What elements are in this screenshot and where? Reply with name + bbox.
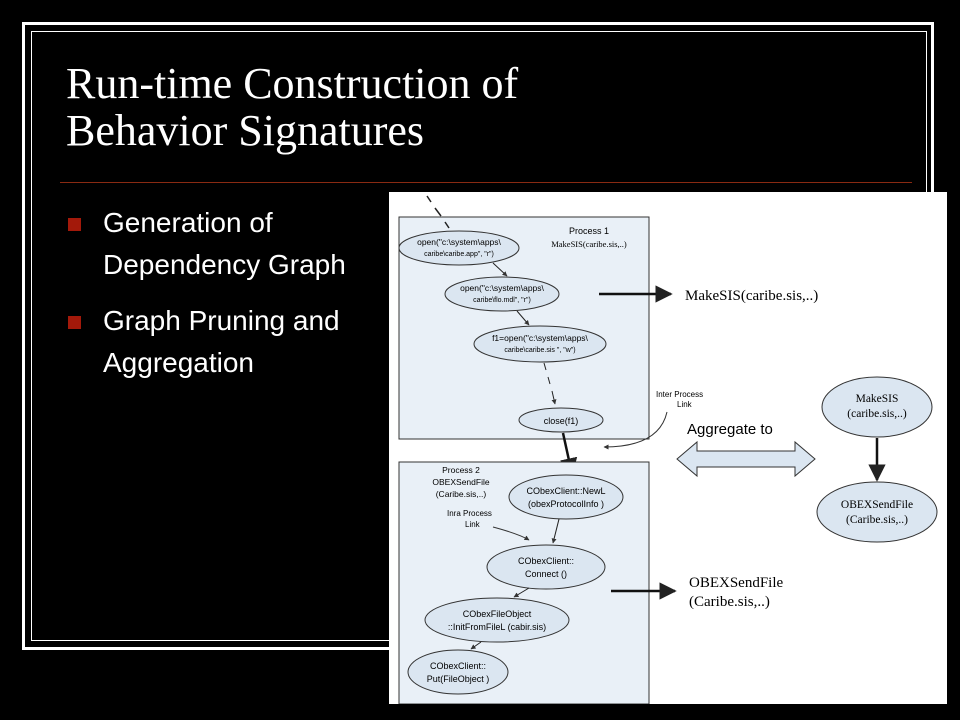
bullet-text: Graph Pruning and Aggregation xyxy=(103,305,340,378)
p1-node-2: open("c:\system\apps\ caribe\flo.mdl", "… xyxy=(444,276,560,312)
aggregate-double-arrow-icon xyxy=(676,440,816,478)
slide-title: Run-time Construction of Behavior Signat… xyxy=(66,60,846,154)
title-divider xyxy=(60,182,912,183)
p1-node-4-line1: close(f1) xyxy=(544,416,579,426)
p1-node-3: f1=open("c:\system\apps\ caribe\caribe.s… xyxy=(473,325,607,363)
p2-node-1: CObexClient::NewL (obexProtocolInfo ) xyxy=(508,474,624,520)
result-2-line-2: (Caribe.sis,..) xyxy=(689,594,770,610)
result-1-label: MakeSIS(caribe.sis,..) xyxy=(685,288,818,304)
p1-node-1-line2: caribe\caribe.app", "r") xyxy=(424,251,494,258)
agg-node-1-line2: (caribe.sis,..) xyxy=(847,408,907,420)
p2-node-3-line2: ::InitFromFileL (cabir.sis) xyxy=(448,622,546,632)
inter-process-link-label-2: Link xyxy=(677,400,693,409)
bullet-list: Generation of Dependency Graph Graph Pru… xyxy=(66,202,386,398)
p1-edge-3-4-dashed xyxy=(543,362,555,404)
aggregate-label: Aggregate to xyxy=(687,421,773,438)
p2-node-3: CObexFileObject ::InitFromFileL (cabir.s… xyxy=(424,597,570,643)
p1-node-2-line2: caribe\flo.mdl", "r") xyxy=(473,297,531,304)
p2-edge-3-4 xyxy=(470,641,482,650)
process-2-sublabel-1: OBEXSendFile xyxy=(432,477,489,487)
p2-node-4-line2: Put(FileObject ) xyxy=(427,674,490,684)
p2-node-4: CObexClient:: Put(FileObject ) xyxy=(407,649,509,695)
p2-node-1-line1: CObexClient::NewL xyxy=(526,486,605,496)
bullet-item-dependency-graph: Generation of Dependency Graph xyxy=(66,202,386,286)
slide-title-line-1: Run-time Construction of xyxy=(66,59,519,108)
p2-node-2-line2: Connect () xyxy=(525,569,567,579)
p1-node-1-line1: open("c:\system\apps\ xyxy=(417,237,501,247)
intra-process-link-pointer xyxy=(492,526,530,541)
p1-node-2-line1: open("c:\system\apps\ xyxy=(460,283,544,293)
p1-node-3-line2: caribe\caribe.sis ", "w") xyxy=(504,347,575,354)
bullet-square-icon xyxy=(68,316,81,329)
aggregated-node-makesis: MakeSIS (caribe.sis,..) xyxy=(821,376,933,438)
p2-edge-2-3 xyxy=(513,587,530,598)
slide-title-line-2: Behavior Signatures xyxy=(66,106,425,155)
intra-process-link-label-1: Inra Process xyxy=(447,509,492,518)
p2-node-4-line1: CObexClient:: xyxy=(430,661,486,671)
incoming-dashed-edge xyxy=(426,195,450,229)
bullet-square-icon xyxy=(68,218,81,231)
p1-node-3-line1: f1=open("c:\system\apps\ xyxy=(492,333,588,343)
p1-node-1: open("c:\system\apps\ caribe\caribe.app"… xyxy=(398,230,520,266)
dependency-graph-svg: Process 1 MakeSIS(caribe.sis,..) open("c… xyxy=(398,195,938,705)
process-1-label: Process 1 xyxy=(569,226,609,236)
p2-edge-1-2 xyxy=(551,518,560,544)
process-1-sublabel: MakeSIS(caribe.sis,..) xyxy=(551,239,627,249)
agg-node-1-line1: MakeSIS xyxy=(856,393,899,405)
inter-process-link-pointer xyxy=(603,411,668,450)
p2-node-3-line1: CObexFileObject xyxy=(463,609,532,619)
dependency-graph-figure: Process 1 MakeSIS(caribe.sis,..) open("c… xyxy=(389,192,947,705)
bullet-text: Generation of Dependency Graph xyxy=(103,207,346,280)
p2-node-1-line2: (obexProtocolInfo ) xyxy=(528,499,604,509)
intra-process-link-label-2: Link xyxy=(465,520,481,529)
inter-process-link-label-1: Inter Process xyxy=(656,390,703,399)
result-2-line-1: OBEXSendFile xyxy=(689,575,784,591)
p2-node-2-line1: CObexClient:: xyxy=(518,556,574,566)
aggregated-node-obexsendfile: OBEXSendFile (Caribe.sis,..) xyxy=(816,481,938,543)
p1-edge-2-3 xyxy=(516,310,530,326)
bullet-item-graph-pruning: Graph Pruning and Aggregation xyxy=(66,300,386,384)
p2-node-2: CObexClient:: Connect () xyxy=(486,544,606,590)
agg-node-2-line2: (Caribe.sis,..) xyxy=(846,514,908,526)
p1-edge-1-2 xyxy=(492,262,508,277)
p1-node-4: close(f1) xyxy=(518,407,604,433)
process-2-label: Process 2 xyxy=(442,465,480,475)
agg-node-2-line1: OBEXSendFile xyxy=(841,499,913,511)
process-2-sublabel-2: (Caribe.sis,..) xyxy=(436,489,487,499)
